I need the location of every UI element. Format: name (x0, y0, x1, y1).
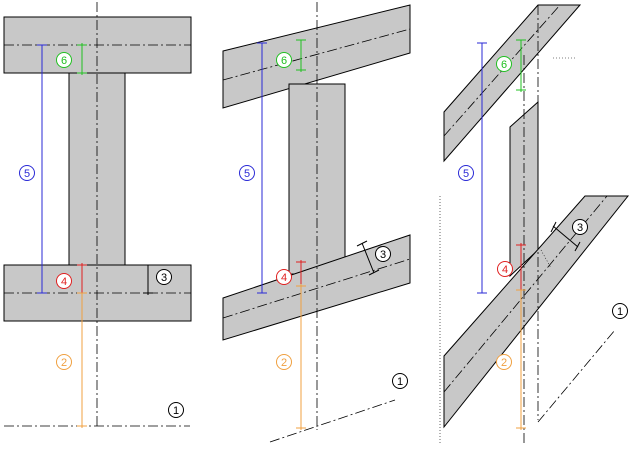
label-5: 5 (458, 165, 474, 181)
panel-middle: 6 5 4 3 2 1 (222, 2, 411, 443)
svg-text:4: 4 (61, 276, 67, 288)
svg-text:1: 1 (173, 405, 179, 417)
svg-text:3: 3 (380, 249, 386, 261)
svg-text:1: 1 (617, 306, 623, 318)
svg-text:6: 6 (501, 59, 507, 71)
svg-text:6: 6 (61, 55, 67, 67)
label-4: 4 (497, 261, 513, 277)
svg-text:4: 4 (281, 272, 287, 284)
svg-text:6: 6 (281, 55, 287, 67)
top-flange (222, 4, 411, 109)
label-1: 1 (612, 303, 628, 319)
svg-text:2: 2 (501, 357, 507, 369)
panel-left: 6 5 4 3 2 1 (3, 2, 192, 428)
svg-text:2: 2 (281, 357, 287, 369)
label-3: 3 (156, 269, 172, 285)
panel-right: 6 5 4 3 2 1 (439, 4, 630, 445)
svg-text:5: 5 (244, 168, 250, 180)
label-2: 2 (276, 354, 292, 370)
label-2: 2 (56, 354, 72, 370)
svg-text:3: 3 (161, 272, 167, 284)
label-4: 4 (276, 269, 292, 285)
label-1: 1 (168, 402, 184, 418)
label-3: 3 (375, 246, 391, 262)
svg-text:2: 2 (61, 357, 67, 369)
label-3: 3 (572, 219, 588, 235)
label-6: 6 (276, 52, 292, 68)
label-5: 5 (239, 165, 255, 181)
svg-text:5: 5 (24, 168, 30, 180)
svg-text:4: 4 (502, 264, 508, 276)
bottom-flange (222, 234, 411, 341)
label-6: 6 (56, 52, 72, 68)
label-4: 4 (56, 273, 72, 289)
svg-text:5: 5 (463, 168, 469, 180)
top-flange (443, 4, 582, 163)
svg-text:3: 3 (577, 222, 583, 234)
bottom-flange (443, 195, 630, 429)
svg-text:1: 1 (397, 376, 403, 388)
label-2: 2 (496, 354, 512, 370)
label-1: 1 (392, 373, 408, 389)
label-6: 6 (496, 56, 512, 72)
label-5: 5 (19, 165, 35, 181)
